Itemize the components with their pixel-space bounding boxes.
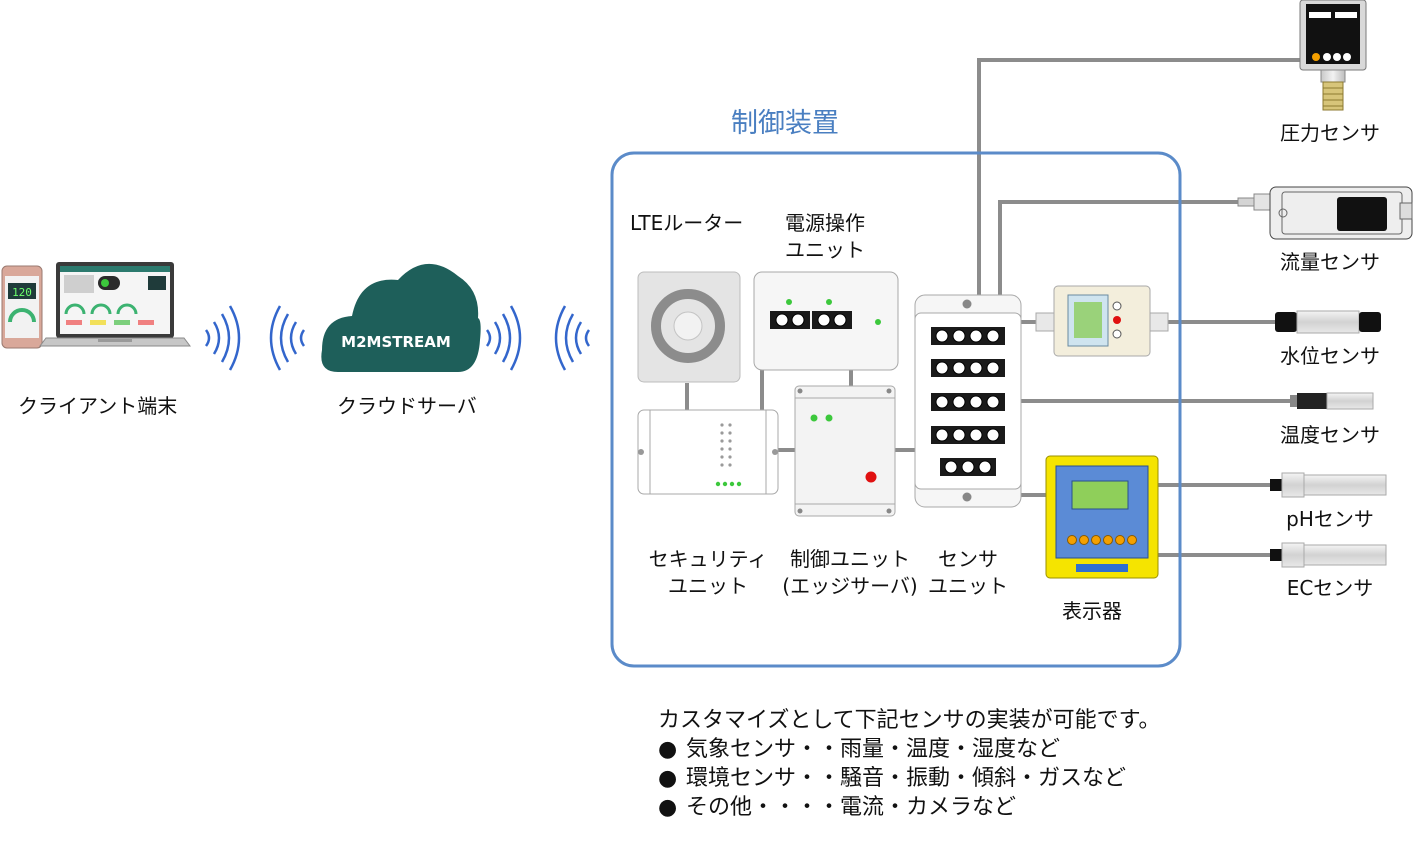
ph-sensor-label: pHセンサ [1286, 507, 1374, 531]
water-level-sensor-label: 水位センサ [1280, 344, 1380, 368]
display-device-icon [1045, 455, 1159, 579]
terminal-block-icon [931, 426, 1005, 444]
wifi-icon [204, 305, 241, 371]
sensor-unit-icon [914, 294, 1022, 508]
ph-sensor-icon [1270, 472, 1387, 498]
wire-flow [998, 200, 1270, 300]
note-item: ●その他・・・・電流・カメラなど [658, 795, 1017, 820]
terminal-block-icon [812, 311, 852, 329]
water-level-sensor-icon [1275, 310, 1381, 334]
wireless-waves [204, 305, 591, 371]
terminal-block-icon [770, 311, 810, 329]
smartphone-icon: 120 [1, 265, 43, 349]
security-unit-label: セキュリティユニット [648, 547, 768, 598]
temperature-sensor-icon [1290, 392, 1374, 410]
ec-sensor-icon [1270, 542, 1387, 568]
laptop-icon [39, 262, 191, 347]
control-box-frame [610, 151, 1182, 668]
note-item: ●環境センサ・・騒音・振動・傾斜・ガスなど [658, 766, 1127, 791]
client-terminal-label: クライアント端末 [18, 394, 178, 418]
pressure-sensor-icon [1299, 0, 1367, 111]
cloud-server-label: クラウドサーバ [337, 394, 477, 418]
svg-text:120: 120 [12, 286, 32, 299]
bullet-icon: ● [658, 766, 678, 791]
customization-note: カスタマイズとして下記センサの実装が可能です。 ●気象センサ・・雨量・温度・湿度… [658, 706, 1160, 822]
note-item: ●気象センサ・・雨量・温度・湿度など [658, 737, 1061, 762]
flow-sensor-label: 流量センサ [1280, 250, 1380, 274]
note-heading: カスタマイズとして下記センサの実装が可能です。 [658, 708, 1161, 733]
converter-box-icon [1035, 285, 1169, 357]
temperature-sensor-label: 温度センサ [1280, 423, 1380, 447]
flow-sensor-icon [1237, 186, 1413, 240]
power-unit-icon [753, 271, 899, 371]
wifi-icon [554, 305, 591, 371]
display-device-label: 表示器 [1062, 599, 1122, 623]
terminal-block-icon [931, 359, 1005, 377]
lte-router-icon [637, 271, 741, 383]
power-unit-label: 電源操作ユニット [785, 211, 865, 262]
sensor-unit-label: センサユニット [928, 547, 1008, 598]
wifi-icon [485, 305, 522, 371]
pressure-sensor-label: 圧力センサ [1280, 121, 1380, 145]
control-unit-icon [794, 385, 896, 517]
client-terminal: 120 [1, 262, 191, 349]
bullet-icon: ● [658, 737, 678, 762]
control-box-title: 制御装置 [731, 108, 839, 139]
wifi-icon [269, 305, 306, 371]
cloud-server-icon: M2MSTREAM [321, 263, 481, 372]
terminal-block-icon [940, 458, 996, 476]
bullet-icon: ● [658, 795, 678, 820]
cloud-logo-text: M2MSTREAM [341, 333, 451, 351]
ec-sensor-label: ECセンサ [1286, 576, 1374, 600]
wire-pressure [977, 58, 1300, 300]
control-unit-label: 制御ユニット(エッジサーバ) [782, 547, 918, 598]
lte-router-label: LTEルーター [630, 211, 744, 235]
security-unit-icon [637, 409, 779, 495]
terminal-block-icon [931, 393, 1005, 411]
terminal-block-icon [931, 327, 1005, 345]
